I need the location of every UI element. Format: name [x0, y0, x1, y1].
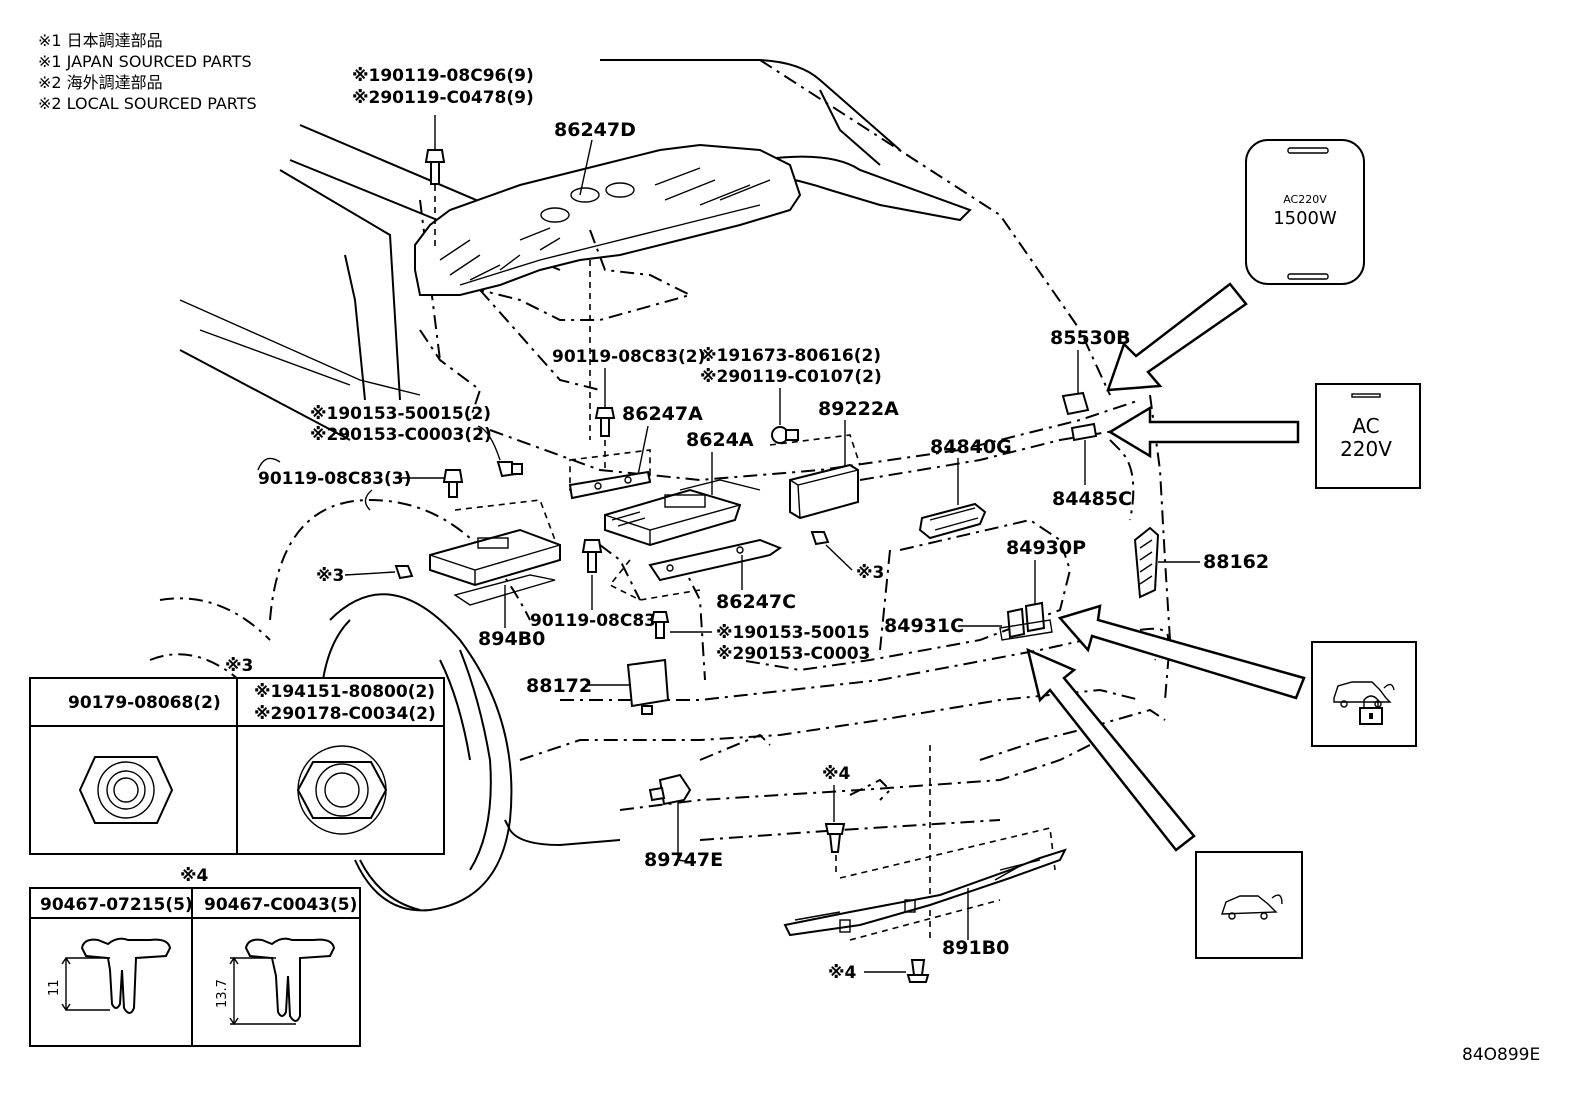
- label-86247D: 86247D: [554, 119, 636, 141]
- panel-ac-1500w-cover: AC220V 1500W: [1245, 139, 1365, 285]
- callout-arrow-3: [1057, 604, 1306, 700]
- bolt-lower: [581, 539, 603, 573]
- callout-arrow-2: [1107, 405, 1300, 459]
- label-85530B: 85530B: [1050, 327, 1131, 349]
- ac1500-line2: 1500W: [1273, 208, 1337, 229]
- part-89747E-sensor: [648, 773, 692, 806]
- label-bolt-right-1: ※191673-80616(2): [700, 346, 881, 366]
- table4-title: ※4: [180, 866, 209, 886]
- nut-left: [496, 461, 523, 478]
- label-89222A: 89222A: [818, 398, 899, 420]
- callout-arrow-1: [1106, 282, 1248, 392]
- panel-lock-icon: [1311, 641, 1417, 747]
- part-85530B-connector: [1061, 391, 1090, 416]
- label-bolt-lower: 90119-08C83: [530, 611, 656, 631]
- part-891B0-trim: [783, 827, 1067, 941]
- label-nut-lower-1: ※190153-50015: [716, 623, 870, 643]
- bolt-mid: [594, 407, 616, 437]
- ac220-line2: 220V: [1340, 437, 1392, 461]
- part-8624A-module: [604, 488, 742, 547]
- label-86247C: 86247C: [716, 591, 796, 613]
- part-88172-sensor: [626, 658, 670, 715]
- part-86247C-bracket: [608, 538, 783, 601]
- note-japan-sourced-jp: ※1 日本調達部品: [38, 31, 163, 50]
- table3-col2-header-1: ※194151-80800(2): [254, 682, 435, 702]
- label-ref4-top: ※4: [822, 764, 851, 784]
- label-bolt-top-2: ※290119-C0478(9): [352, 88, 534, 108]
- rear-wheel: [149, 498, 531, 912]
- label-88172: 88172: [526, 675, 592, 697]
- label-bolt-mid: 90119-08C83(2): [552, 347, 705, 367]
- label-bolt-left: 90119-08C83(3): [258, 469, 411, 489]
- label-ref3-left: ※3: [316, 566, 344, 586]
- label-891B0: 891B0: [942, 937, 1009, 959]
- table4-dim-13-7: 13.7: [215, 979, 230, 1008]
- part-84930P-switch: [999, 601, 1053, 641]
- clip-top: [824, 823, 846, 853]
- part-89222A-module: [769, 434, 861, 520]
- part-894B0-module: [429, 499, 561, 606]
- label-84840G: 84840G: [930, 436, 1012, 458]
- table3-col2-header-2: ※290178-C0034(2): [254, 704, 436, 724]
- part-86247D-cover: [414, 143, 802, 321]
- callout-arrow-4: [1026, 647, 1196, 852]
- table-ref3: [29, 677, 445, 855]
- table3-col1-header: 90179-08068(2): [68, 693, 221, 713]
- panel-ac-220v: AC 220V: [1315, 383, 1421, 489]
- label-bolt-top-1: ※190119-08C96(9): [352, 66, 534, 86]
- clip-bottom: [906, 959, 930, 983]
- label-89747E: 89747E: [644, 849, 723, 871]
- nut-lower: [650, 611, 670, 639]
- label-ref3-right: ※3: [856, 563, 884, 583]
- part-84840G-switch: [918, 502, 987, 540]
- label-84930P: 84930P: [1006, 537, 1086, 559]
- part-86247A-bracket: [568, 449, 652, 500]
- table4-dim-11: 11: [47, 979, 62, 996]
- table3-title: ※3: [225, 656, 253, 676]
- label-nut-lower-2: ※290153-C0003: [716, 644, 870, 664]
- note-local-sourced: ※2 LOCAL SOURCED PARTS: [38, 94, 257, 113]
- label-8624A: 8624A: [686, 429, 754, 451]
- label-84485C: 84485C: [1052, 488, 1132, 510]
- label-nut-left-2: ※290153-C0003(2): [310, 425, 492, 445]
- note-local-sourced-jp: ※2 海外調達部品: [38, 73, 163, 92]
- part-88162-panel: [1133, 526, 1160, 599]
- note-japan-sourced: ※1 JAPAN SOURCED PARTS: [38, 52, 252, 71]
- label-86247A: 86247A: [622, 403, 703, 425]
- ac220-line1: AC: [1352, 414, 1379, 438]
- part-84485C-connector: [1070, 422, 1098, 442]
- label-894B0: 894B0: [478, 628, 545, 650]
- table-ref4: [29, 887, 361, 1047]
- label-88162: 88162: [1203, 551, 1269, 573]
- table4-col1-header: 90467-07215(5): [40, 895, 193, 915]
- bolt-top: [424, 115, 446, 250]
- label-nut-left-1: ※190153-50015(2): [310, 404, 491, 424]
- ac1500-line1: AC220V: [1283, 193, 1327, 206]
- bolt-left: [442, 469, 464, 498]
- label-bolt-right-2: ※290119-C0107(2): [700, 367, 882, 387]
- bolt-right: [771, 426, 799, 444]
- table4-col2-header: 90467-C0043(5): [204, 895, 357, 915]
- panel-vehicle-icon: [1195, 851, 1303, 959]
- label-ref4-bottom: ※4: [828, 963, 857, 983]
- label-84931C: 84931C: [884, 615, 964, 637]
- figure-code: 84O899E: [1462, 1045, 1540, 1065]
